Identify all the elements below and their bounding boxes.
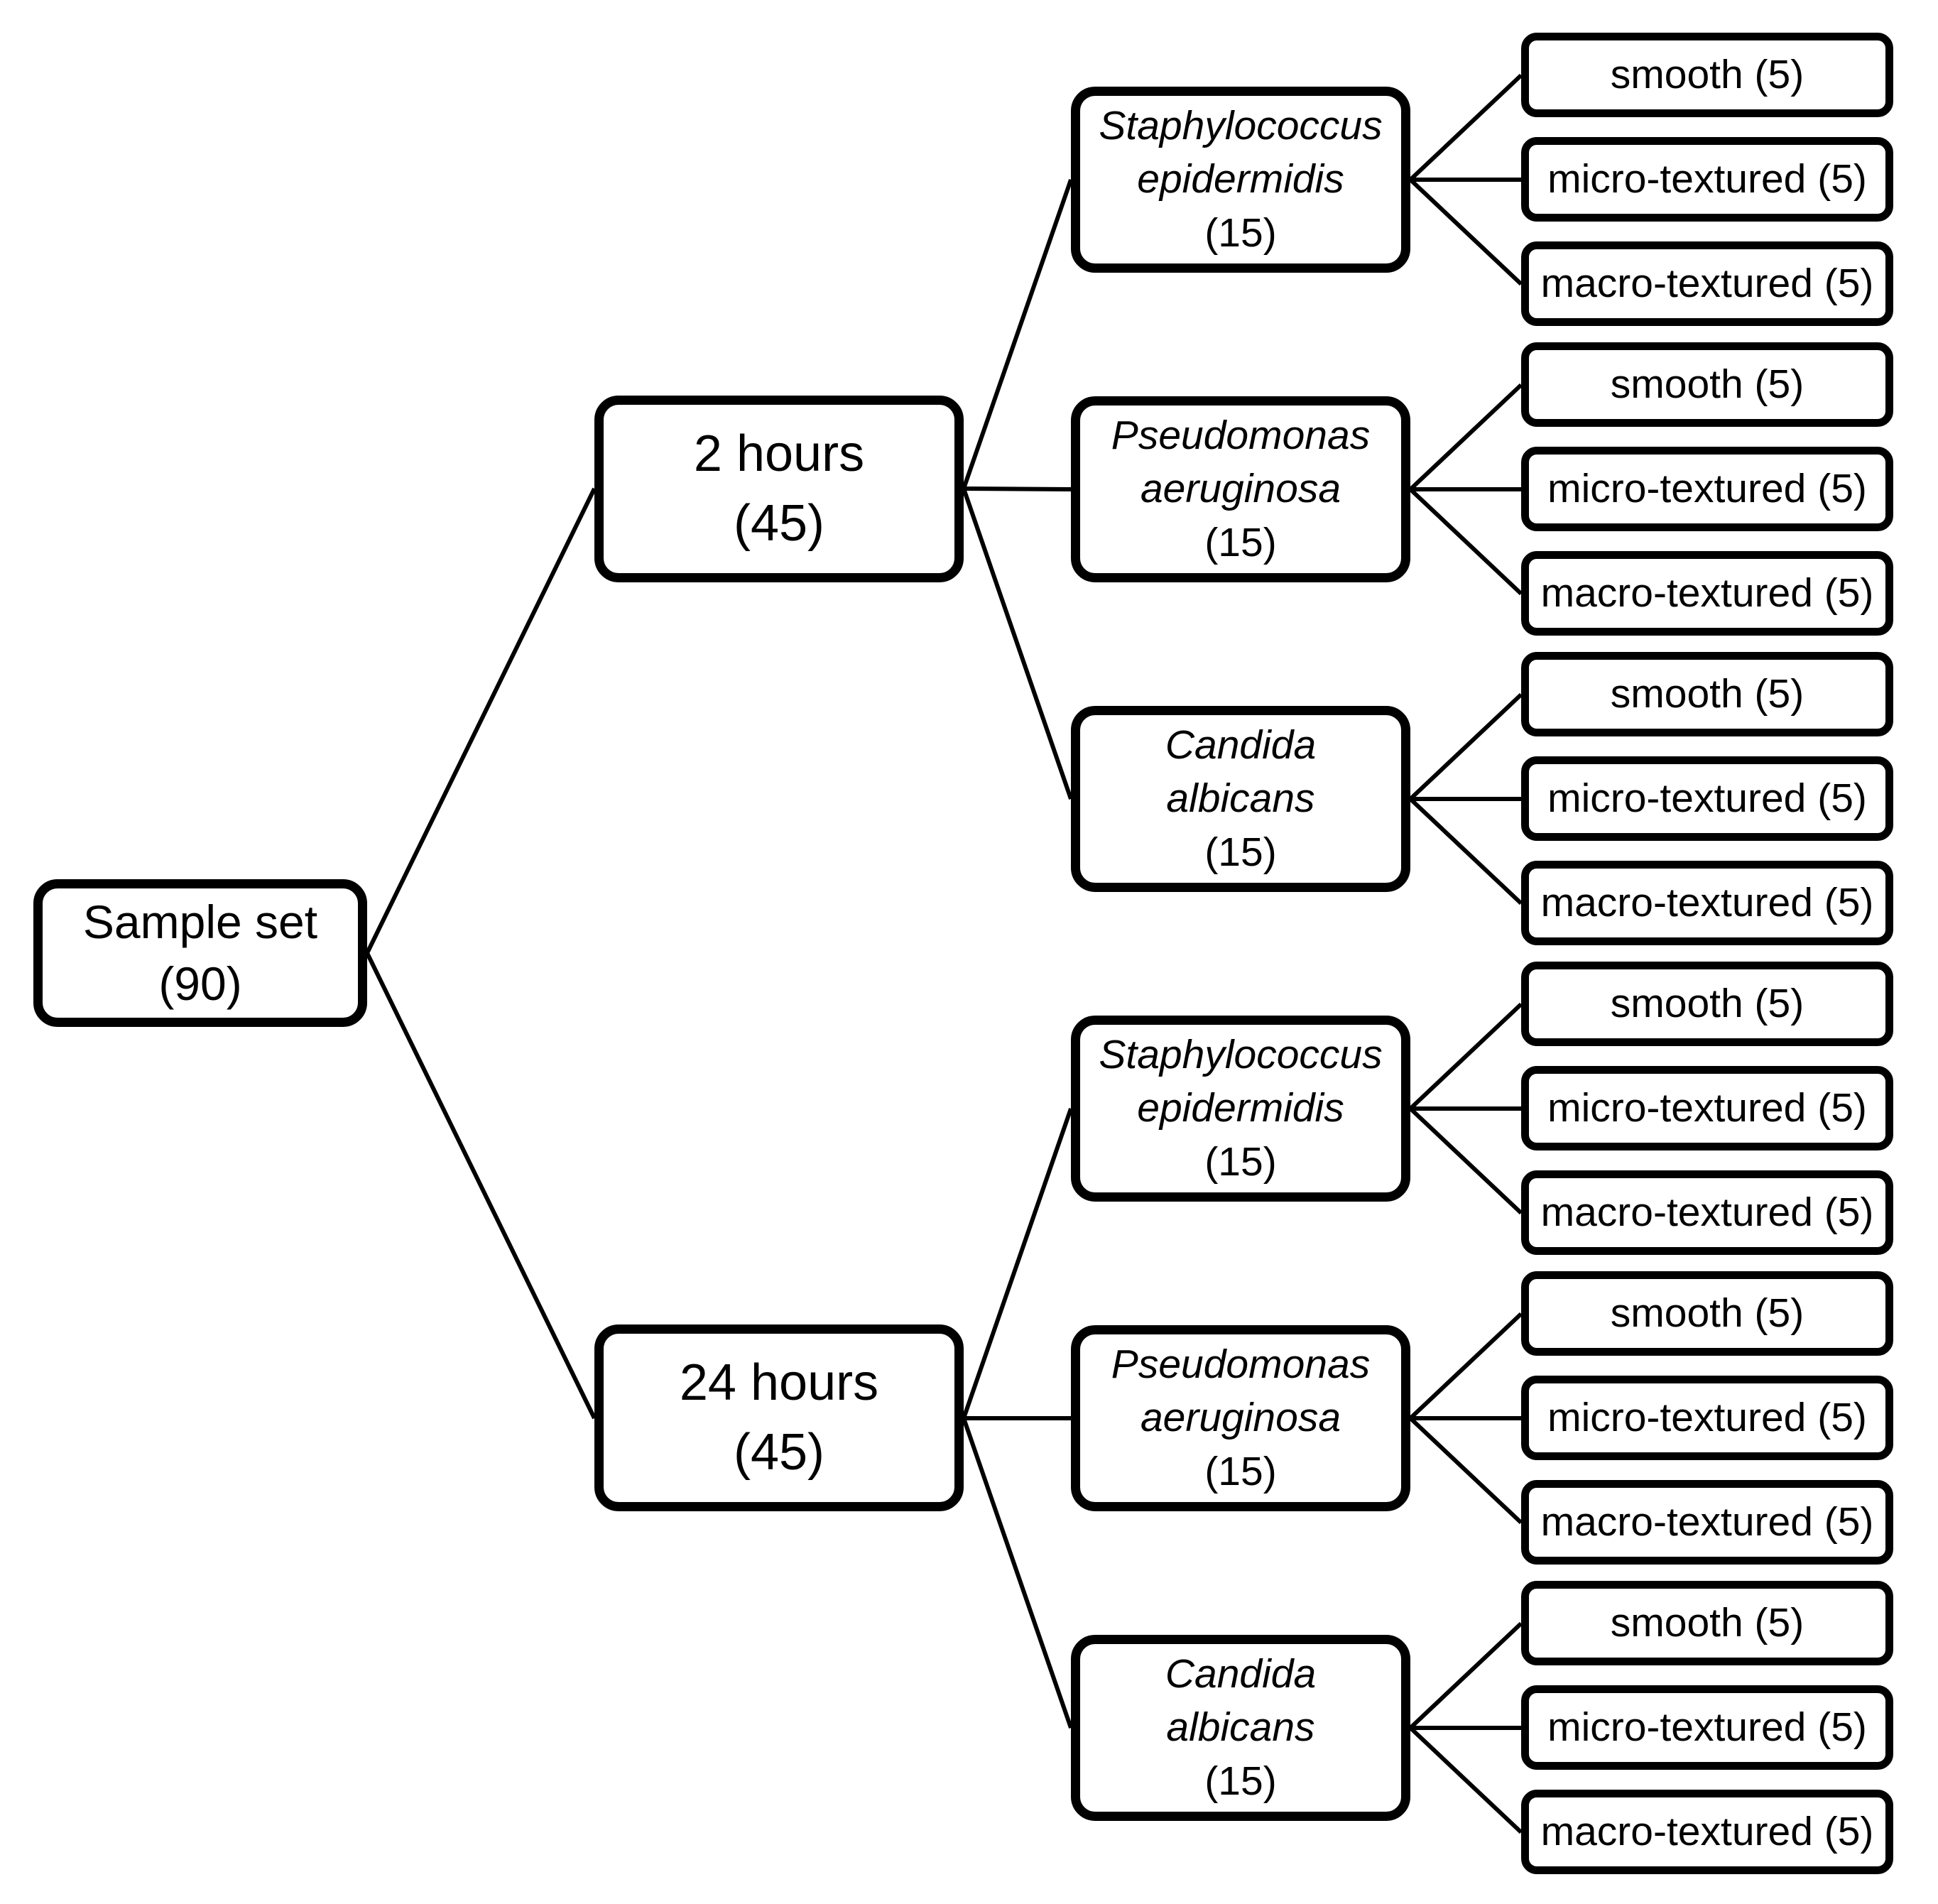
connector-line	[1408, 692, 1523, 801]
leaf-2h-pseudomonas-macro-textured: macro-textured (5)	[1521, 551, 1893, 636]
node-24-hours-label: 24 hours	[679, 1354, 879, 1411]
species-name-line2: epidermidis	[1137, 156, 1344, 202]
leaf-2h-pseudomonas-micro-textured: micro-textured (5)	[1521, 447, 1893, 531]
connector-line	[1408, 178, 1523, 286]
leaf-label: macro-textured (5)	[1540, 261, 1874, 307]
connector-line	[1408, 73, 1523, 182]
species-count: (15)	[1204, 519, 1277, 565]
species-count: (15)	[1204, 210, 1277, 256]
species-name-line1: Staphylococcus	[1099, 1032, 1383, 1078]
leaf-label: macro-textured (5)	[1540, 570, 1874, 616]
leaf-2h-staphylococcus-micro-textured: micro-textured (5)	[1521, 137, 1893, 222]
species-name-line1: Candida	[1165, 1651, 1317, 1697]
connector-line	[1408, 1312, 1523, 1420]
leaf-24h-staphylococcus-micro-textured: micro-textured (5)	[1521, 1066, 1893, 1150]
leaf-24h-pseudomonas-micro-textured: micro-textured (5)	[1521, 1376, 1893, 1460]
leaf-label: micro-textured (5)	[1547, 776, 1867, 822]
species-count: (15)	[1204, 1758, 1277, 1804]
species-count: (15)	[1204, 1138, 1277, 1185]
node-sample-set-count: (90)	[158, 957, 242, 1010]
leaf-24h-pseudomonas-smooth: smooth (5)	[1521, 1271, 1893, 1356]
leaf-label: micro-textured (5)	[1547, 1395, 1867, 1441]
species-name-line1: Pseudomonas	[1111, 413, 1371, 459]
node-sample-set: Sample set (90)	[33, 879, 367, 1027]
leaf-label: macro-textured (5)	[1540, 880, 1874, 926]
connector-line	[962, 488, 1073, 800]
connector-line	[962, 179, 1073, 489]
node-2-hours-label: 2 hours	[693, 425, 865, 482]
species-name-line2: epidermidis	[1137, 1085, 1344, 1131]
leaf-label: micro-textured (5)	[1547, 466, 1867, 512]
leaf-label: smooth (5)	[1610, 361, 1804, 408]
node-2-hours: 2 hours (45)	[594, 396, 964, 582]
leaf-24h-candida-micro-textured: micro-textured (5)	[1521, 1685, 1893, 1770]
node-2h-candida-albicans: Candida albicans (15)	[1071, 706, 1410, 892]
leaf-label: smooth (5)	[1610, 52, 1804, 98]
species-name-line2: albicans	[1166, 776, 1315, 822]
node-24h-candida-albicans: Candida albicans (15)	[1071, 1635, 1410, 1821]
species-name-line1: Candida	[1165, 722, 1317, 768]
leaf-label: smooth (5)	[1610, 1290, 1804, 1337]
node-24h-staphylococcus-epidermidis: Staphylococcus epidermidis (15)	[1071, 1016, 1410, 1202]
species-count: (15)	[1204, 1448, 1277, 1494]
leaf-24h-candida-macro-textured: macro-textured (5)	[1521, 1790, 1893, 1874]
species-name-line2: aeruginosa	[1140, 466, 1341, 512]
leaf-2h-candida-macro-textured: macro-textured (5)	[1521, 861, 1893, 945]
leaf-24h-candida-smooth: smooth (5)	[1521, 1581, 1893, 1665]
connector-line	[365, 487, 597, 954]
node-24-hours-count: (45)	[733, 1423, 825, 1481]
connector-line	[1408, 487, 1523, 596]
node-2h-staphylococcus-epidermidis: Staphylococcus epidermidis (15)	[1071, 87, 1410, 273]
leaf-label: smooth (5)	[1610, 671, 1804, 717]
connector-line	[1408, 1106, 1523, 1215]
species-name-line1: Pseudomonas	[1111, 1342, 1371, 1388]
connector-line	[1408, 383, 1523, 491]
species-name-line2: albicans	[1166, 1704, 1315, 1751]
node-2h-pseudomonas-aeruginosa: Pseudomonas aeruginosa (15)	[1071, 396, 1410, 582]
connector-line	[1408, 1416, 1523, 1525]
leaf-24h-staphylococcus-macro-textured: macro-textured (5)	[1521, 1170, 1893, 1255]
node-sample-set-label: Sample set	[82, 895, 318, 948]
leaf-label: smooth (5)	[1610, 981, 1804, 1027]
leaf-2h-staphylococcus-smooth: smooth (5)	[1521, 33, 1893, 117]
leaf-2h-staphylococcus-macro-textured: macro-textured (5)	[1521, 241, 1893, 326]
node-24-hours: 24 hours (45)	[594, 1324, 964, 1511]
connector-line	[1408, 1002, 1523, 1111]
leaf-label: macro-textured (5)	[1540, 1190, 1874, 1236]
leaf-label: micro-textured (5)	[1547, 156, 1867, 202]
node-2-hours-count: (45)	[733, 494, 825, 552]
connector-line	[962, 1418, 1073, 1729]
species-count: (15)	[1204, 829, 1277, 875]
node-24h-pseudomonas-aeruginosa: Pseudomonas aeruginosa (15)	[1071, 1325, 1410, 1511]
leaf-label: macro-textured (5)	[1540, 1499, 1874, 1545]
connector-line	[365, 952, 597, 1420]
leaf-24h-pseudomonas-macro-textured: macro-textured (5)	[1521, 1480, 1893, 1565]
leaf-2h-candida-smooth: smooth (5)	[1521, 652, 1893, 736]
connector-line	[962, 1108, 1073, 1419]
leaf-label: micro-textured (5)	[1547, 1085, 1867, 1131]
connector-line	[1408, 1726, 1523, 1834]
species-name-line1: Staphylococcus	[1099, 103, 1383, 149]
leaf-24h-staphylococcus-smooth: smooth (5)	[1521, 962, 1893, 1046]
connector-line	[1408, 797, 1523, 905]
connector-line	[1408, 1621, 1523, 1730]
species-name-line2: aeruginosa	[1140, 1395, 1341, 1441]
leaf-label: micro-textured (5)	[1547, 1704, 1867, 1751]
leaf-2h-candida-micro-textured: micro-textured (5)	[1521, 756, 1893, 841]
leaf-2h-pseudomonas-smooth: smooth (5)	[1521, 342, 1893, 427]
leaf-label: macro-textured (5)	[1540, 1809, 1874, 1855]
leaf-label: smooth (5)	[1610, 1600, 1804, 1646]
